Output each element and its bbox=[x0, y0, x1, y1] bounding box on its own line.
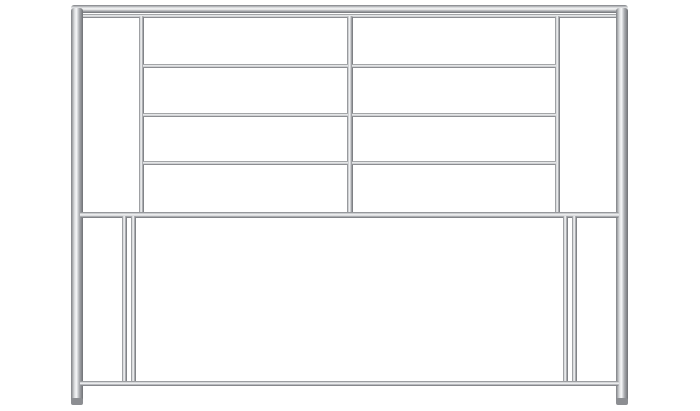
right-foot bbox=[616, 398, 628, 405]
left-leg bbox=[71, 8, 83, 404]
upper-right-upright bbox=[555, 16, 560, 214]
lower-left-upright-b bbox=[131, 216, 136, 384]
slat-left-2 bbox=[143, 113, 348, 117]
slat-left-3 bbox=[143, 161, 348, 165]
bottom-rail bbox=[80, 381, 619, 386]
lower-right-upright-b bbox=[572, 216, 577, 384]
top-rail bbox=[71, 5, 628, 13]
lower-right-upright-a bbox=[563, 216, 568, 384]
right-leg bbox=[616, 8, 628, 404]
slat-right-2 bbox=[352, 113, 556, 117]
upper-center-upright bbox=[347, 16, 353, 214]
upper-left-upright bbox=[139, 16, 144, 214]
left-foot bbox=[71, 398, 83, 405]
slat-right-3 bbox=[352, 161, 556, 165]
middle-rail bbox=[80, 212, 619, 218]
lower-left-upright-a bbox=[122, 216, 127, 384]
slat-right-1 bbox=[352, 64, 556, 68]
slat-left-1 bbox=[143, 64, 348, 68]
headboard-frame bbox=[71, 5, 628, 405]
